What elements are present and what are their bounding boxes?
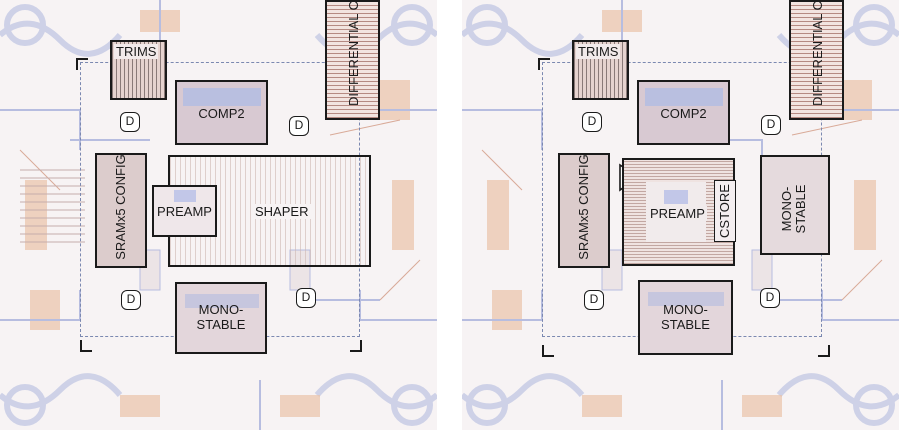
preamp-label: PREAMP (648, 206, 707, 221)
differential-comparator-block: DIFFERENTIAL COMPARATOR (789, 0, 844, 120)
cstore-block: CSTORE (714, 180, 736, 242)
d-marker: D (761, 115, 781, 135)
sram-config-label: SRAMx5 CONFIG (577, 152, 591, 262)
trims-block: TRIMS (572, 40, 629, 100)
sram-config-label: SRAMx5 CONFIG (114, 152, 128, 262)
d-marker: D (121, 290, 141, 310)
d-marker: D (584, 290, 604, 310)
corner-mark (538, 58, 550, 70)
differential-comparator-label: DIFFERENTIAL COMPARATOR (347, 0, 361, 106)
comp2-block: COMP2 (175, 80, 268, 145)
comp2-label: COMP2 (639, 106, 728, 121)
monostable-label: MONO- STABLE (177, 302, 265, 332)
corner-mark (818, 345, 830, 357)
corner-mark (76, 58, 88, 70)
comp2-block: COMP2 (637, 80, 730, 145)
corner-mark (542, 345, 554, 357)
corner-mark (80, 340, 92, 352)
monostable-right-label: MONO- STABLE (780, 164, 808, 254)
cstore-label: CSTORE (718, 181, 732, 241)
trims-label: TRIMS (114, 44, 158, 59)
layout-panel-right: TRIMS COMP2 DIFFERENTIAL COMPARATOR SRAM… (462, 0, 899, 430)
d-marker: D (289, 116, 309, 136)
differential-comparator-block: DIFFERENTIAL COMPARATOR (325, 0, 380, 120)
monostable-right-block: MONO- STABLE (760, 155, 830, 255)
sram-config-block: SRAMx5 CONFIG (558, 153, 610, 268)
d-marker: D (120, 112, 140, 132)
trims-block: TRIMS (110, 40, 167, 100)
preamp-label: PREAMP (154, 204, 215, 219)
d-marker: D (296, 288, 316, 308)
shaper-label: SHAPER (252, 204, 311, 219)
corner-mark (350, 340, 362, 352)
preamp-block: PREAMP (152, 185, 217, 237)
differential-comparator-label: DIFFERENTIAL COMPARATOR (811, 0, 825, 106)
d-marker: D (760, 288, 780, 308)
sram-config-block: SRAMx5 CONFIG (95, 153, 147, 268)
comp2-label: COMP2 (177, 106, 266, 121)
monostable-bottom-label: MONO- STABLE (640, 302, 731, 332)
d-marker: D (582, 112, 602, 132)
layout-panel-left: TRIMS COMP2 DIFFERENTIAL COMPARATOR SRAM… (0, 0, 437, 430)
trims-label: TRIMS (576, 44, 620, 59)
monostable-bottom-block: MONO- STABLE (638, 280, 733, 355)
monostable-block: MONO- STABLE (175, 282, 267, 354)
